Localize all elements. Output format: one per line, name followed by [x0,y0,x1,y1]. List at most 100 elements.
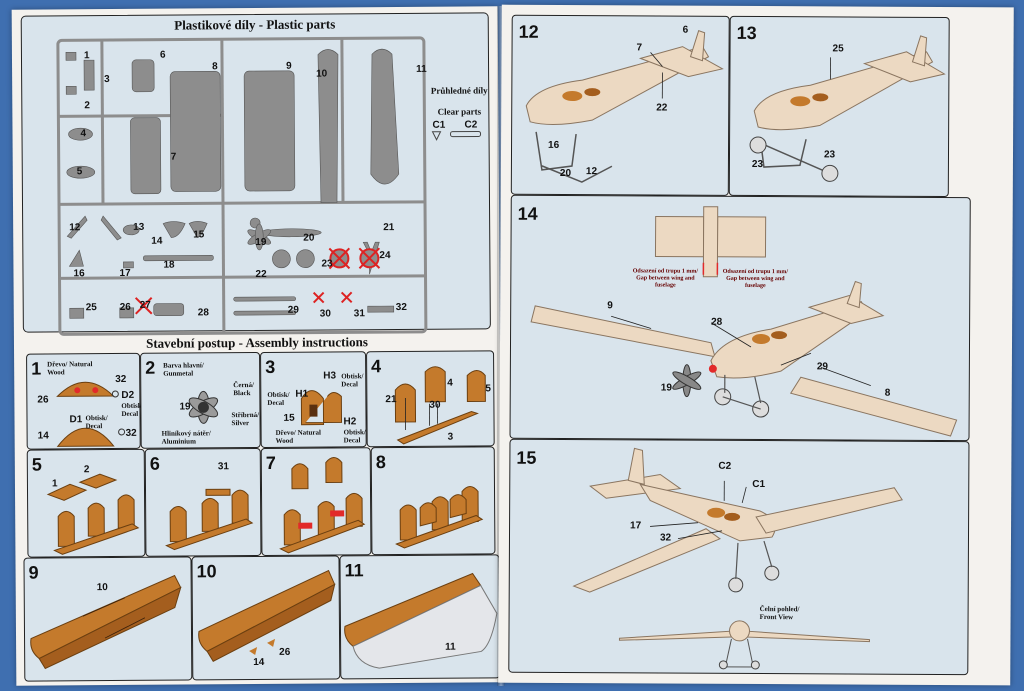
part-label: 6 [682,24,689,36]
part-number: 9 [286,60,292,72]
part-number: 13 [133,221,145,233]
decal-note: Obtisk/ Decal [85,414,108,431]
part-number: 29 [287,304,299,316]
part-label: 15 [283,412,295,424]
part-label: 28 [711,316,723,328]
step-2-panel: 2 Barva hlavní/ Gunmetal Černá/ Black St… [140,351,261,449]
part-label: 23 [751,158,764,171]
part-label: 22 [656,102,668,114]
part-number: 22 [255,268,267,281]
decal-note: Obtisk/ Decal [341,372,364,389]
part-number: 32 [395,301,407,314]
part-number: 24 [379,250,391,262]
part-label: 1 [51,478,58,490]
part-label: 23 [823,149,836,161]
part-number: 3 [104,74,110,86]
part-number: 28 [197,307,209,319]
step-4-panel: 4 21 4 5 30 3 [366,350,495,448]
h2-label: H2 [343,416,357,428]
part-label: 29 [816,361,829,373]
part-label: 9 [607,300,613,312]
part-number: 16 [73,268,85,280]
part-label: 5 [485,383,491,395]
clear-parts-label-en: Clear parts [437,106,482,117]
part-label: 25 [832,43,844,55]
part-number: 20 [303,232,315,244]
part-number: 5 [76,166,83,178]
step-11-panel: 11 11 [339,554,501,680]
part-label: 26 [37,394,49,406]
part-number: 27 [139,299,151,311]
front-view-label: Čelní pohled/ Front View [759,605,800,622]
step-14-panel: 14 Odsazení od trupu 1 mm/ Gap between w [509,194,971,442]
part-label: 14 [253,656,265,669]
part-number: 26 [119,301,131,313]
part-label: 4 [447,377,453,389]
part-label: 30 [429,399,441,411]
part-number: 17 [119,267,131,279]
part-number: 18 [163,259,175,271]
part-number: 7 [170,151,177,163]
part-label: 8 [884,387,891,399]
part-label: 17 [630,520,642,532]
step-8-panel: 8 [370,446,496,556]
part-number: 12 [69,222,81,234]
part-number: 1 [83,50,90,62]
part-label-c1: C1 [752,478,766,491]
part-number-c2: C2 [464,119,478,131]
part-number: 8 [212,61,218,73]
part-label-c2: C2 [718,460,732,472]
part-label: 31 [217,461,230,473]
right-instruction-page: 12 6 7 22 16 20 12 13 25 23 23 [498,4,1014,686]
step-7-panel: 7 [260,447,372,556]
part-label: 20 [559,167,572,180]
part-number: 10 [316,68,328,80]
part-label: 2 [83,464,90,476]
part-label: 19 [179,401,191,413]
wood-color-label: Dřevo/ Natural Wood [275,428,321,445]
decal-d1: D1 [69,414,83,426]
part-number: 15 [193,229,205,241]
part-label: 10 [96,582,108,594]
left-instruction-page: Plastikové díly - Plastic parts [11,6,503,686]
part-number: 19 [255,236,267,249]
clear-parts-label-cz: Průhledné díly [430,85,488,96]
part-number: 4 [80,128,87,140]
part-number: 30 [319,308,331,320]
part-label: 21 [385,394,397,406]
part-number: 31 [353,308,365,320]
step-13-panel: 13 25 23 23 [728,15,950,198]
decal-note: Obtisk/ Decal [267,390,290,407]
step-9-panel: 9 10 [23,556,193,682]
propeller-part-19 [247,223,272,251]
step-15-panel: 15 C2 C1 17 32 Čelní pohled/ Front View [508,438,970,676]
part-label: 32 [115,373,127,385]
part-number: 21 [383,222,395,234]
decal-d2: D2 [121,389,135,401]
sprue-drawing [56,36,482,336]
step-6-panel: 6 31 [144,447,262,557]
part-number: 6 [159,49,166,61]
part-label: 12 [585,166,598,178]
part-number-c1: C1 [432,119,446,131]
step-5-panel: 5 1 2 [26,448,146,558]
part-number: 2 [84,100,90,112]
h3-label: H3 [323,370,337,382]
gap-note-left: Odsazení od trupu 1 mm/ Gap between wing… [632,268,699,289]
part-label: 3 [447,431,454,443]
part-label: 19 [660,382,672,394]
silver-label: Stříbrná/ Silver [231,410,260,428]
part-number: 23 [321,258,333,270]
black-label: Černá/ Black [233,381,254,398]
part-number: 14 [151,235,163,247]
step-3-panel: 3 H3 Obtisk/ Decal H1 Obtisk/ Decal H2 O… [260,351,367,448]
part-number: 25 [85,302,97,314]
part-label: 7 [636,42,643,54]
part-label: 16 [548,139,560,151]
part-label: 32 [125,427,137,439]
part-label: 11 [445,641,456,653]
gap-note-right: Odsazení od trupu 1 mm/ Gap between wing… [722,268,789,290]
part-number: 11 [416,63,427,75]
assembly-title: Stavební postup - Assembly instructions [146,334,368,351]
step-12-panel: 12 6 7 22 16 20 12 [510,14,730,196]
